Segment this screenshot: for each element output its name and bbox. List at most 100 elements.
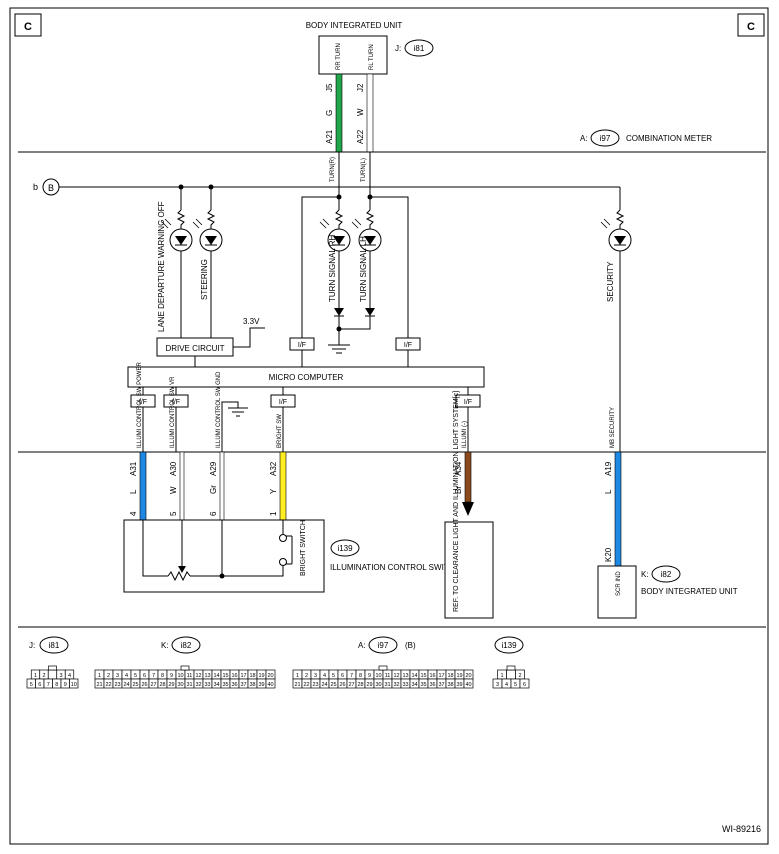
legend-j-ref: i81 [49, 641, 60, 650]
illumination-switch-ref: i139 [337, 544, 353, 553]
body-unit-bottom-pin: SCR IND [616, 571, 622, 596]
illumination-switch-ref-oval [330, 539, 360, 557]
legend-k-prefix: K: [161, 641, 169, 650]
b-letter: B [48, 183, 54, 193]
connector-pin-label: 17 [438, 673, 444, 679]
connector-pin-label: 30 [177, 682, 183, 688]
led-arrows [161, 218, 611, 229]
drive-circuit-label: DRIVE CIRCUIT [165, 344, 224, 353]
connector-pin-label: 5 [134, 673, 137, 679]
connector-key-tab [48, 665, 57, 671]
if-label: I/F [464, 399, 472, 406]
connector-pin-label: 27 [150, 682, 156, 688]
a32-color: Y [269, 488, 278, 494]
connector-pin-label: 4 [68, 673, 71, 679]
sheet-marker-left: C [24, 21, 32, 33]
junction-gnd [336, 326, 342, 332]
connector-pin-label: 16 [231, 673, 237, 679]
a19-pin: A19 [604, 461, 613, 476]
a30-color: W [169, 486, 178, 494]
connector-pin-label: 10 [375, 673, 381, 679]
sig-label-security: MB SECURITY [610, 407, 616, 448]
meter-prefix: A: [580, 134, 588, 143]
figure-id: WI-89216 [722, 824, 761, 834]
connector-pin-label: 1 [98, 673, 101, 679]
connector-pin-label: 5 [30, 682, 33, 688]
connector-pin-cell [265, 678, 276, 689]
turn-wire-rl [366, 73, 374, 153]
connector-pin-label: 1 [500, 673, 503, 679]
a32-term: 1 [269, 511, 278, 516]
sheet-marker-right-box [737, 13, 765, 37]
legend-j-oval [39, 636, 69, 654]
connector-pin-label: 22 [105, 682, 111, 688]
connector-pin-label: 20 [267, 673, 273, 679]
a29-color: Gr [209, 485, 218, 494]
connector-pin-label: 11 [187, 673, 193, 679]
connector-pin-label: 15 [420, 673, 426, 679]
turn-rl-pin-a: A22 [356, 129, 365, 144]
legend-j-prefix: J: [29, 641, 35, 650]
label-security: SECURITY [606, 261, 615, 302]
connector-pin-label: 19 [258, 673, 264, 679]
micro-computer-label: MICRO COMPUTER [269, 373, 344, 382]
connector-pin-label: 7 [47, 682, 50, 688]
connector-pin-label: 17 [240, 673, 246, 679]
connector-pin-label: 14 [213, 673, 219, 679]
legend-a-extra: (B) [405, 641, 416, 650]
sig-label-bright: BRIGHT SW [277, 414, 283, 448]
connector-pin-label: 5 [514, 682, 517, 688]
if-label: I/F [404, 342, 412, 349]
connector-pin-label: 23 [114, 682, 120, 688]
if-label: I/F [298, 342, 306, 349]
body-unit-top-prefix: J: [395, 44, 401, 53]
legend-k-oval [171, 636, 201, 654]
turn-wire-rr [335, 73, 343, 153]
legend-i139-ref: i139 [501, 641, 517, 650]
body-unit-top-pin-rl: RL TURN [369, 44, 375, 70]
turn-rl-color: W [356, 108, 365, 116]
security-indicator [608, 187, 632, 452]
connector-pin-label: 8 [55, 682, 58, 688]
sig-label-gnd: ILLUMI CONTROL SW GND [216, 371, 222, 448]
connector-pin-label: 39 [456, 682, 462, 688]
connector-pin-label: 22 [303, 682, 309, 688]
connector-pin-label: 1 [34, 673, 37, 679]
legend-a-oval [368, 636, 398, 654]
connector-pin-label: 3 [496, 682, 499, 688]
if-label: I/F [139, 399, 147, 406]
connector-pin-label: 13 [402, 673, 408, 679]
connector-pin-label: 10 [71, 682, 77, 688]
meter-ref: i97 [600, 134, 611, 143]
connector-key-tab [506, 665, 516, 671]
connector-pin-label: 9 [368, 673, 371, 679]
wiper-arrow [178, 566, 186, 573]
connector-pin-label: 2 [305, 673, 308, 679]
legend-a-prefix: A: [358, 641, 366, 650]
connector-pin-label: 31 [384, 682, 390, 688]
connector-pin-label: 30 [375, 682, 381, 688]
connector-pin-label: 8 [161, 673, 164, 679]
body-unit-top-ref: i81 [414, 44, 425, 53]
a30-pin: A30 [169, 461, 178, 476]
connector-pin-label: 39 [258, 682, 264, 688]
connector-pin-label: 8 [359, 673, 362, 679]
connector-pin-label: 40 [465, 682, 471, 688]
diagram-frame [9, 7, 769, 845]
a31-term: 4 [129, 511, 138, 516]
connector-pin-label: 35 [420, 682, 426, 688]
connector-pin-label: 38 [249, 682, 255, 688]
a34-pin: A34 [454, 461, 463, 476]
connector-pin-label: 33 [204, 682, 210, 688]
connector-pin-cell [519, 678, 530, 689]
connector-pin-cell [463, 678, 474, 689]
ref-note-box [444, 521, 494, 619]
connector-pin-label: 2 [107, 673, 110, 679]
harness-wire-a30 [179, 451, 185, 521]
turn-rl-pin-j: J2 [356, 83, 365, 92]
a32-pin: A32 [269, 461, 278, 476]
a29-term: 6 [209, 511, 218, 516]
connector-pin-label: 21 [96, 682, 102, 688]
